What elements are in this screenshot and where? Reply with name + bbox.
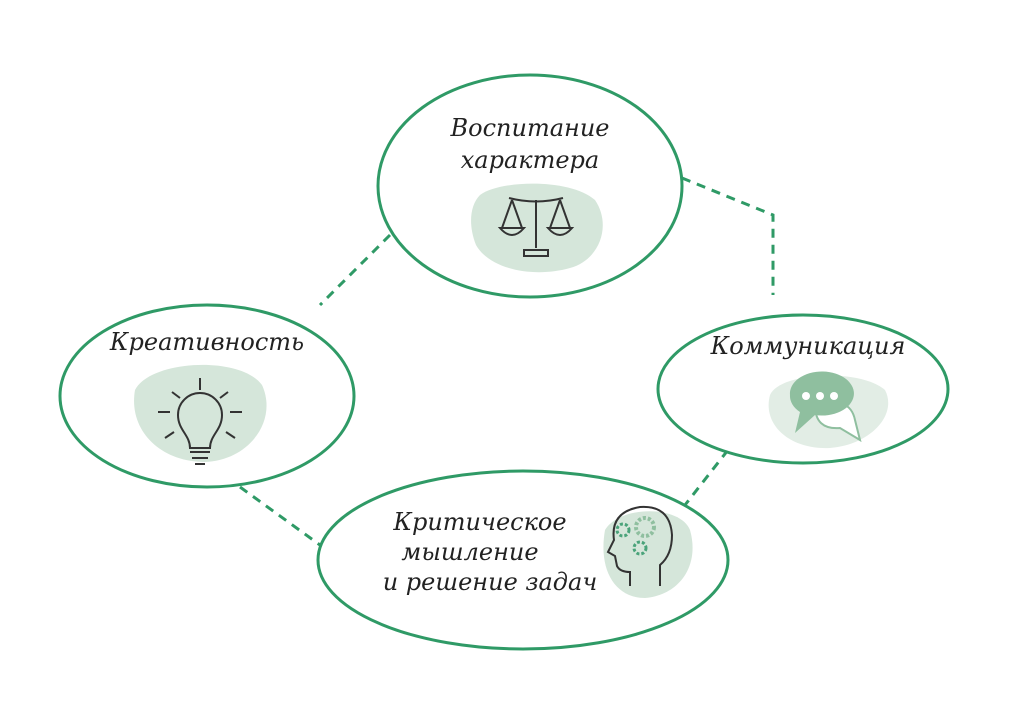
node-character: Воспитание характера	[376, 73, 684, 299]
node-communication-line1: Коммуникация	[710, 332, 906, 360]
node-critical-line3: и решение задач	[383, 568, 598, 596]
connector-creativity-critical	[239, 485, 321, 547]
chat-bubbles-icon	[789, 371, 862, 443]
connector-character-communication	[681, 176, 775, 295]
node-creativity-line1: Креативность	[109, 328, 304, 356]
scales-icon	[497, 197, 575, 257]
blob	[603, 511, 693, 598]
node-critical-line1: Критическое	[392, 508, 566, 536]
node-critical-thinking: Критическое мышление и решение задач	[316, 469, 730, 651]
node-critical-line2: мышление	[401, 538, 538, 566]
connector-character-creativity	[318, 233, 392, 307]
connector-communication-critical	[683, 449, 730, 506]
node-communication: Коммуникация	[656, 313, 950, 465]
node-creativity: Креативность	[58, 303, 356, 489]
lightbulb-icon	[158, 378, 242, 465]
node-character-line2: характера	[461, 146, 599, 174]
head-gears-icon	[606, 505, 674, 586]
node-character-line1: Воспитание	[450, 114, 610, 142]
